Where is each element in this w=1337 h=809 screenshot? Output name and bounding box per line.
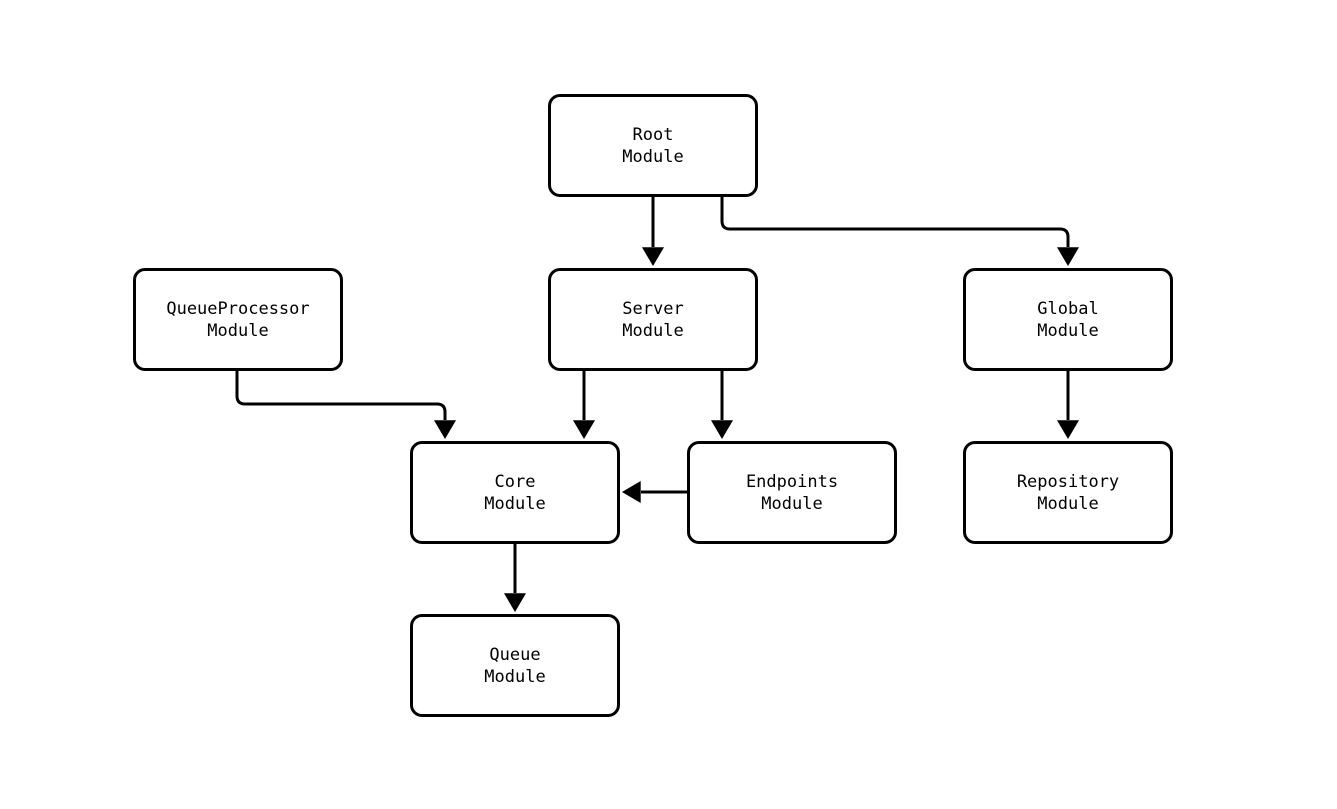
edge-queueprocessor-core (235, 371, 456, 439)
node-queueprocessor-module[interactable]: QueueProcessor Module (133, 268, 343, 371)
arrowhead-endpoints-core (622, 481, 641, 503)
arrowhead-core-queue (504, 593, 526, 612)
node-core-module-line2: Module (484, 493, 546, 514)
node-repository-module-line1: Repository (1016, 471, 1120, 492)
arrowhead-server-core (573, 420, 595, 439)
arrowhead-root-global (1057, 247, 1079, 266)
edge-server-core (573, 371, 595, 439)
node-endpoints-module-line1: Endpoints (745, 471, 839, 492)
edge-server-endpoints (711, 371, 733, 439)
node-queueprocessor-module-line2: Module (207, 320, 269, 341)
node-queue-module-line2: Module (484, 666, 546, 687)
node-server-module-line2: Module (622, 320, 684, 341)
node-core-module[interactable]: Core Module (410, 441, 620, 544)
arrowhead-queueprocessor-core (434, 420, 456, 439)
node-endpoints-module-line2: Module (761, 493, 823, 514)
node-queue-module[interactable]: Queue Module (410, 614, 620, 717)
edge-global-repository (1057, 371, 1079, 439)
node-repository-module-line2: Module (1037, 493, 1099, 514)
node-server-module-line1: Server (622, 298, 684, 319)
edge-endpoints-core (622, 481, 687, 503)
node-root-module-line1: Root (632, 124, 674, 145)
node-global-module-line2: Module (1037, 320, 1099, 341)
node-server-module[interactable]: Server Module (548, 268, 758, 371)
node-endpoints-module[interactable]: Endpoints Module (687, 441, 897, 544)
node-queue-module-line1: Queue (489, 644, 541, 665)
node-core-module-line1: Core (494, 471, 536, 492)
node-queueprocessor-module-line1: QueueProcessor (166, 298, 310, 319)
node-root-module-line2: Module (622, 146, 684, 167)
edge-root-server (642, 197, 664, 266)
node-global-module[interactable]: Global Module (963, 268, 1173, 371)
node-repository-module[interactable]: Repository Module (963, 441, 1173, 544)
node-root-module[interactable]: Root Module (548, 94, 758, 197)
arrowhead-root-server (642, 247, 664, 266)
edge-core-queue (504, 544, 526, 612)
arrowhead-server-endpoints (711, 420, 733, 439)
node-global-module-line1: Global (1037, 298, 1099, 319)
arrowhead-global-repository (1057, 420, 1079, 439)
edge-root-global (720, 197, 1079, 266)
